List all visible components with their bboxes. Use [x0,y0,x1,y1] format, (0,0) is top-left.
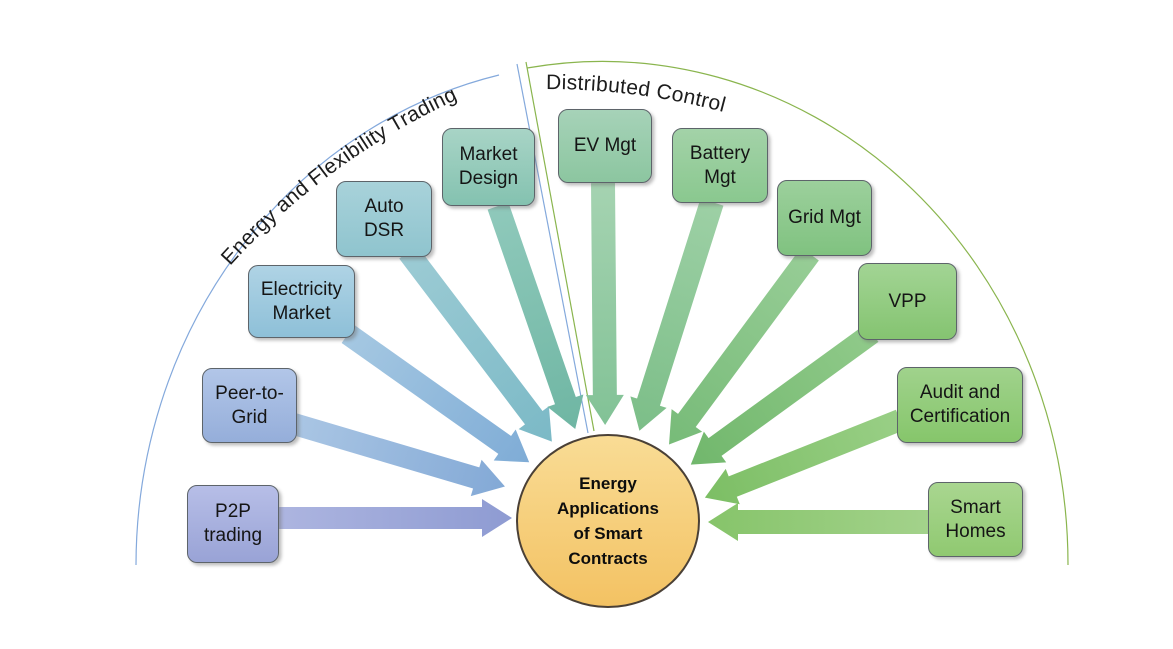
node-label: EV Mgt [573,135,637,156]
sector-divider-right [525,61,595,432]
node-audit-certification: Audit and Certification [897,367,1023,443]
arrow-vpp [690,324,879,465]
node-p2p-trading: P2P trading [187,485,279,563]
hub-circle: Energy Applications of Smart Contracts [516,434,700,608]
node-label: Smart Homes [945,496,1006,542]
node-smart-homes: Smart Homes [928,482,1023,557]
node-label: VPP [888,290,927,312]
node-auto-dsr: Auto DSR [336,181,432,257]
arrow-smart-homes [708,503,928,541]
node-market-design: Market Design [442,128,535,206]
node-label: Battery Mgt [689,142,751,188]
arrow-ev-mgt [585,182,624,425]
category-arc-left [135,74,500,566]
node-label: Peer-to- Grid [215,382,284,428]
node-electricity-market: Electricity Market [248,265,355,338]
arrow-p2p-trading [278,499,512,537]
hub-label: Energy Applications of Smart Contracts [556,474,659,568]
node-label: Grid Mgt [788,207,861,228]
arrow-market-design [487,202,584,430]
node-battery-mgt: Battery Mgt [672,128,768,203]
node-label: Auto DSR [363,196,405,241]
node-grid-mgt: Grid Mgt [777,180,872,256]
node-label: Electricity Market [260,278,343,324]
arrow-grid-mgt [669,247,819,445]
node-label: Audit and Certification [909,382,1011,427]
arrow-peer-to-grid [290,413,505,497]
sector-divider-left [516,63,589,434]
node-label: Market Design [458,144,519,189]
node-ev-mgt: EV Mgt [558,109,652,183]
arrow-battery-mgt [630,198,724,431]
category-arc-right [526,60,1069,566]
node-label: P2P trading [203,501,263,546]
arrow-auto-dsr [399,245,552,442]
arrow-audit-certification [704,409,905,505]
arrow-electricity-market [341,325,530,463]
node-peer-to-grid: Peer-to- Grid [202,368,297,443]
node-vpp: VPP [858,263,957,340]
